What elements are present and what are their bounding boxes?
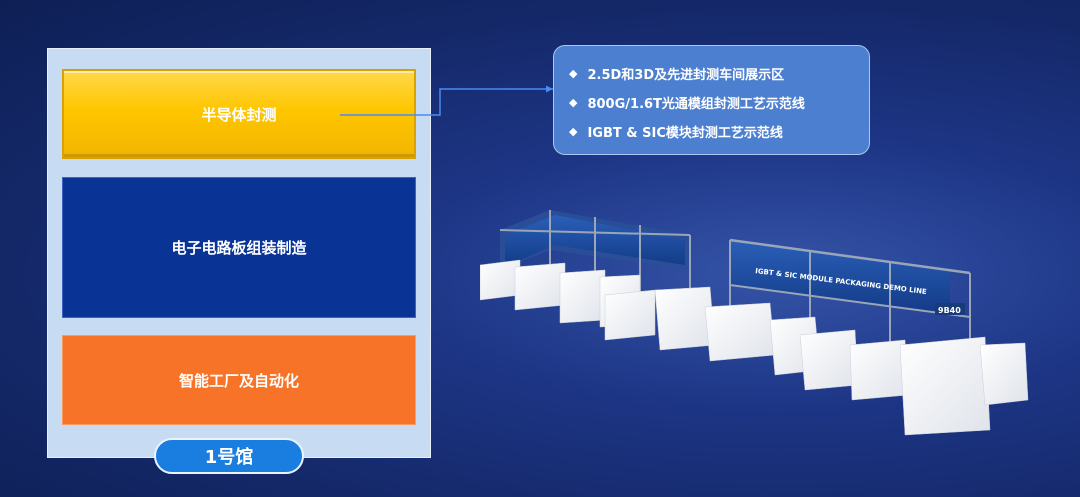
- zone-pcb-assembly[interactable]: 电子电路板组装制造: [62, 177, 416, 318]
- zone-label: 电子电路板组装制造: [171, 239, 307, 257]
- callout-box: ◆ 2.5D和3D及先进封测车间展示区 ◆ 800G/1.6T光通模组封测工艺示…: [553, 45, 870, 155]
- callout-item: ◆ 800G/1.6T光通模组封测工艺示范线: [569, 88, 869, 117]
- zone-label: 半导体封测: [201, 105, 277, 124]
- callout-item-label: 2.5D和3D及先进封测车间展示区: [587, 68, 785, 83]
- callout-item-label: IGBT & SIC模块封测工艺示范线: [587, 126, 783, 141]
- booth-truss-left: [499, 210, 691, 310]
- hall-number-badge[interactable]: 1号馆: [154, 438, 304, 474]
- zone-semiconductor-packaging[interactable]: 半导体封测: [62, 69, 416, 159]
- zone-label: 智能工厂及自动化: [178, 371, 299, 390]
- callout-item: ◆ 2.5D和3D及先进封测车间展示区: [569, 59, 869, 88]
- callout-list: ◆ 2.5D和3D及先进封测车间展示区 ◆ 800G/1.6T光通模组封测工艺示…: [569, 59, 869, 146]
- diamond-bullet-icon: ◆: [569, 67, 578, 80]
- callout-item-label: 800G/1.6T光通模组封测工艺示范线: [587, 97, 805, 112]
- booth-3d-rendering: IGBT & SIC MODULE PACKAGING DEMO LINE 9B…: [480, 210, 1029, 436]
- hall-floor-plan: 半导体封测 电子电路板组装制造 智能工厂及自动化: [47, 48, 431, 458]
- hall-number-label: 1号馆: [204, 447, 254, 468]
- zone-smart-factory[interactable]: 智能工厂及自动化: [62, 335, 416, 425]
- booth-number-label: 9B40: [938, 306, 961, 315]
- callout-item: ◆ IGBT & SIC模块封测工艺示范线: [569, 117, 869, 146]
- diamond-bullet-icon: ◆: [569, 125, 578, 138]
- diamond-bullet-icon: ◆: [569, 96, 578, 109]
- booth-equipment: [480, 259, 1029, 436]
